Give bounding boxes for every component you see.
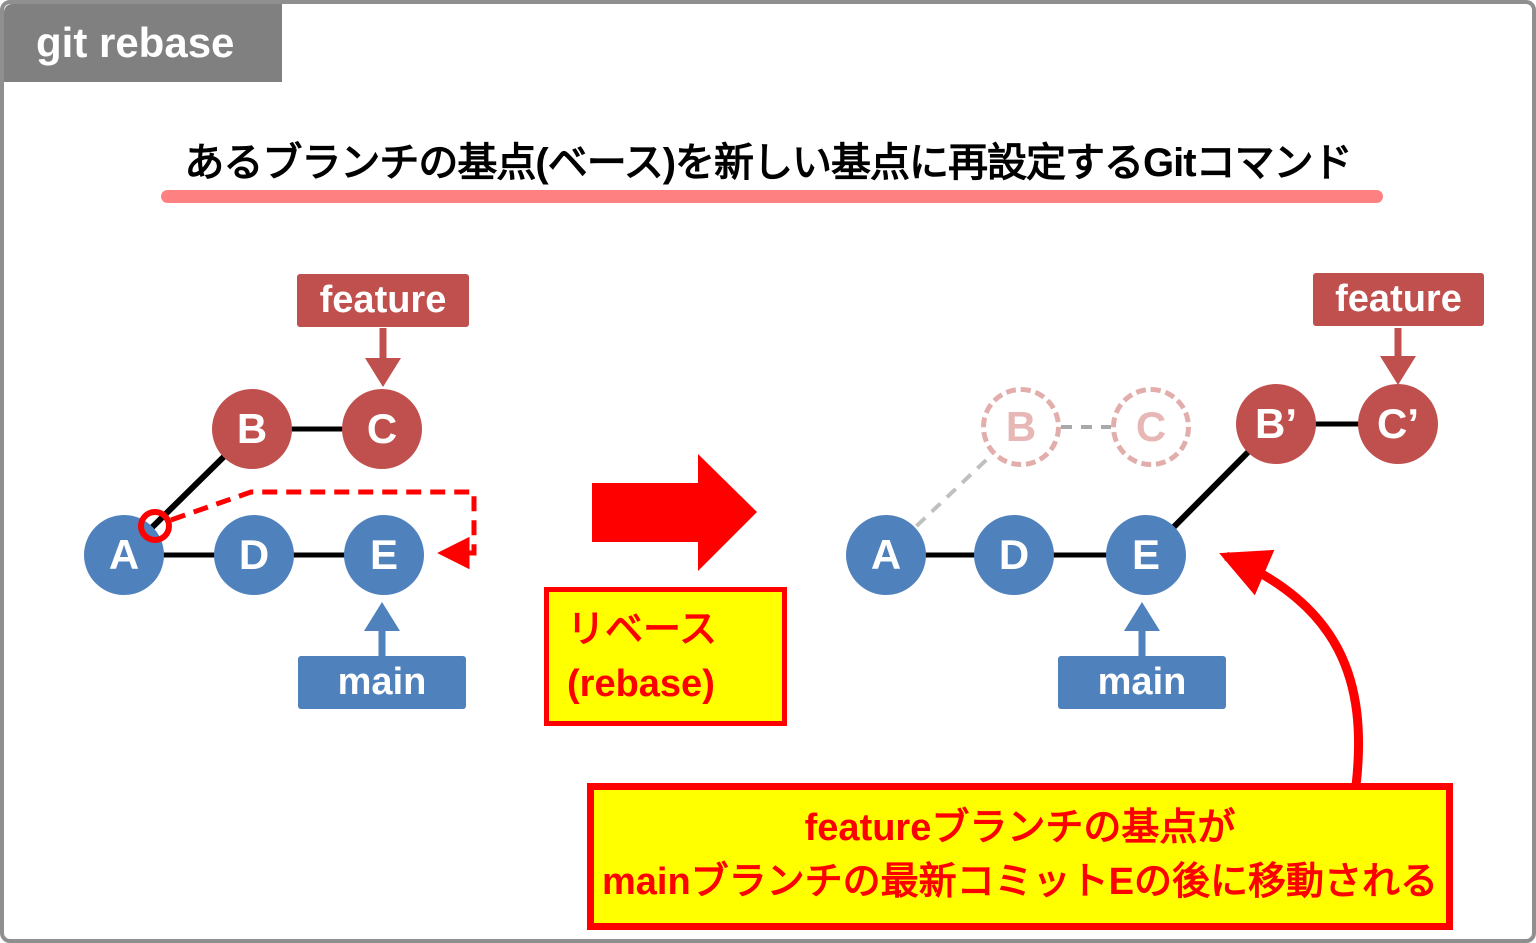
- left-main-arrow-head: [364, 602, 400, 631]
- right-feature-label: feature: [1313, 273, 1484, 326]
- rebase-note-callout: featureブランチの基点が mainブランチの最新コミットEの後に移動される: [587, 783, 1453, 930]
- right-node-e: E: [1106, 515, 1186, 595]
- right-node-d: D: [974, 515, 1054, 595]
- rebase-note-line2: mainブランチの最新コミットEの後に移動される: [601, 860, 1439, 903]
- right-feature-arrow-head: [1380, 356, 1416, 385]
- left-node-b: B: [212, 389, 292, 469]
- left-node-d: D: [214, 515, 294, 595]
- right-node-a: A: [846, 515, 926, 595]
- rebase-callout: リベース (rebase): [544, 587, 787, 726]
- left-node-e: E: [344, 515, 424, 595]
- left-main-label: main: [298, 656, 466, 709]
- git-command-badge: git rebase: [4, 4, 282, 82]
- left-feature-arrow-head: [365, 358, 401, 387]
- right-node-b-new: B’: [1236, 384, 1316, 464]
- left-feature-label: feature: [297, 274, 469, 327]
- right-node-c-new: C’: [1358, 384, 1438, 464]
- rebase-callout-line2: (rebase): [567, 662, 715, 705]
- git-command-badge-label: git rebase: [36, 19, 235, 66]
- right-main-arrow-head: [1124, 602, 1160, 631]
- transition-block-arrow: [592, 454, 757, 571]
- rebase-note-line1: featureブランチの基点が: [804, 807, 1236, 849]
- left-node-a: A: [84, 515, 164, 595]
- left-node-c: C: [342, 389, 422, 469]
- page-title: あるブランチの基点(ベース)を新しい基点に再設定するGitコマンド: [184, 141, 1352, 185]
- rebase-callout-line1: リベース: [567, 609, 718, 651]
- title-underline: [161, 190, 1383, 203]
- right-node-b-ghost: B: [981, 387, 1061, 467]
- right-node-c-ghost: C: [1111, 387, 1191, 467]
- right-main-label: main: [1058, 656, 1226, 709]
